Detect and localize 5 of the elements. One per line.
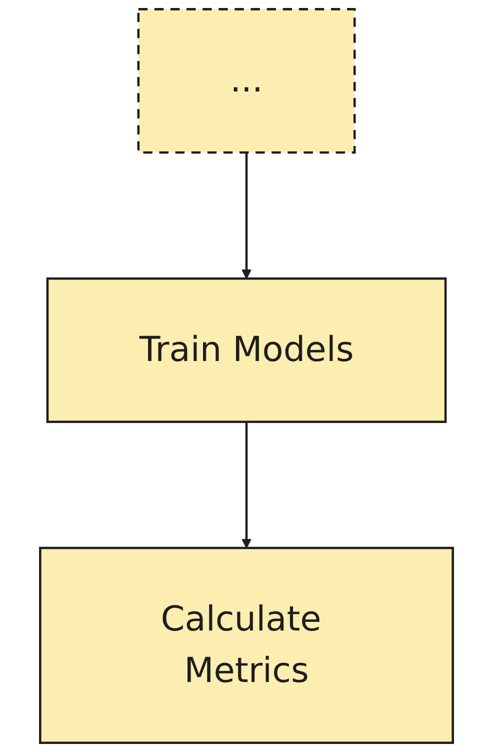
node-box: Calculate Metrics: [39, 546, 454, 744]
arrow: [241, 152, 252, 280]
node-box: Train Models: [46, 277, 447, 423]
node-box: ...: [137, 8, 356, 154]
arrow: [241, 422, 252, 548]
